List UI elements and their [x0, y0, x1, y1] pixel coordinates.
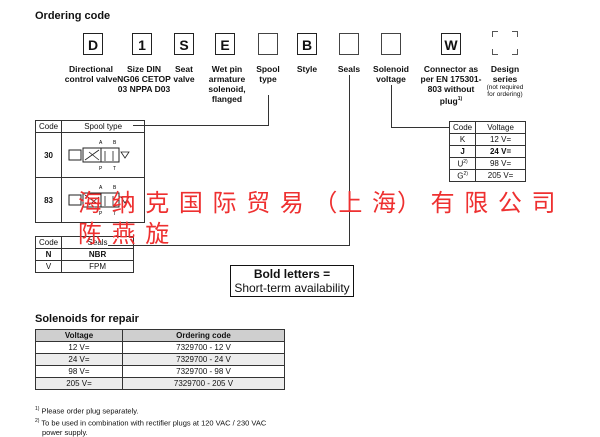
voltage-code-u-text: U	[457, 159, 464, 169]
label-seals: Seals	[337, 64, 361, 74]
repair-table: Voltage Ordering code 12 V= 7329700 - 12…	[35, 329, 285, 390]
spool-symbol-83: A B P T	[61, 177, 146, 223]
spool-symbol-30: A B P T	[61, 132, 146, 178]
svg-text:A: A	[99, 185, 103, 191]
label-connector-text: Connector as per EN 175301-803 without p…	[420, 64, 482, 106]
seals-code-v: V	[34, 260, 63, 273]
label-seat: Seat valve	[173, 64, 195, 84]
voltage-connector-line	[391, 85, 392, 127]
voltage-code-u-note: 2)	[463, 158, 468, 165]
repair-voltage-12: 12 V=	[35, 341, 123, 354]
seals-table: Code Seals N NBR V FPM	[34, 236, 134, 273]
footnote-1: 1) Please order plug separately.	[35, 406, 139, 416]
svg-text:P: P	[99, 166, 103, 172]
footnote-2-cont: power supply.	[42, 428, 88, 437]
valve-symbol-icon: A B P T	[68, 140, 130, 172]
footnote-1-mark: 1)	[35, 406, 40, 412]
svg-text:T: T	[113, 211, 116, 217]
watermark-name: 陈 燕 旋	[78, 220, 171, 248]
voltage-header-code: Code	[448, 121, 477, 134]
valve-symbol-icon: A B P T	[68, 185, 130, 217]
spool-header-code: Code	[34, 120, 63, 133]
repair-header-code: Ordering code	[122, 329, 285, 342]
voltage-value-24: 24 V=	[475, 145, 526, 158]
repair-title: Solenoids for repair	[35, 313, 139, 325]
repair-voltage-205: 205 V=	[35, 377, 123, 390]
voltage-code-g: G2)	[448, 169, 477, 182]
voltage-table: Code Voltage K 12 V= J 24 V= U2) 98 V= G…	[448, 121, 526, 182]
seals-value-nbr: NBR	[61, 248, 134, 261]
voltage-value-205: 205 V=	[475, 169, 526, 182]
code-box-s: S	[174, 33, 194, 55]
code-box-e: E	[215, 33, 235, 55]
seals-connector-line	[349, 75, 350, 245]
label-directional: Directional control valve	[64, 64, 118, 84]
voltage-code-g-note: 2)	[463, 170, 468, 177]
svg-text:A: A	[99, 140, 103, 146]
repair-code-205: 7329700 - 205 V	[122, 377, 285, 390]
spool-header-type: Spool type	[61, 120, 146, 133]
code-box-b: B	[297, 33, 317, 55]
seals-header-code: Code	[34, 236, 63, 249]
footnote-2: 2) To be used in combination with rectif…	[35, 418, 266, 428]
seals-value-fpm: FPM	[61, 260, 134, 273]
label-spool: Spool type	[256, 64, 280, 84]
voltage-header-voltage: Voltage	[475, 121, 526, 134]
label-style: Style	[296, 64, 318, 74]
repair-header-voltage: Voltage	[35, 329, 123, 342]
watermark-company: 海 纳 克 国 际 贸 易 （上 海） 有 限 公 司	[78, 189, 557, 217]
voltage-code-g-text: G	[457, 171, 464, 181]
code-box-d: D	[83, 33, 103, 55]
spool-code-83: 83	[34, 177, 63, 223]
spool-connector-line-h	[133, 125, 269, 126]
label-design-text: Design series	[490, 64, 520, 84]
bold-letters-note: Bold letters = Short-term availability	[230, 265, 354, 297]
label-design: Design series (not required for ordering…	[482, 64, 528, 98]
seals-code-n: N	[34, 248, 63, 261]
voltage-code-u: U2)	[448, 157, 477, 170]
repair-voltage-24: 24 V=	[35, 353, 123, 366]
voltage-code-k: K	[448, 133, 477, 146]
svg-text:B: B	[113, 140, 117, 146]
label-wetpin: Wet pin armature solenoid, flanged	[208, 64, 246, 104]
voltage-code-j: J	[448, 145, 477, 158]
label-solenoid: Solenoid voltage	[373, 64, 409, 84]
footnote-1-text: Please order plug separately.	[41, 406, 139, 416]
spool-table: Code Spool type 30 A B P T 83	[34, 120, 146, 223]
svg-text:P: P	[99, 211, 103, 217]
svg-text:B: B	[113, 185, 117, 191]
bold-note-line1: Bold letters =	[253, 267, 331, 281]
spool-code-30: 30	[34, 132, 63, 178]
code-box-spool	[258, 33, 278, 55]
label-design-note: (not required for ordering)	[486, 84, 524, 98]
bold-note-line2: Short-term availability	[234, 281, 350, 295]
svg-text:T: T	[113, 166, 116, 172]
repair-code-98: 7329700 - 98 V	[122, 365, 285, 378]
repair-code-12: 7329700 - 12 V	[122, 341, 285, 354]
footnote-2-mark: 2)	[35, 418, 40, 424]
code-box-seals	[339, 33, 359, 55]
repair-code-24: 7329700 - 24 V	[122, 353, 285, 366]
repair-voltage-98: 98 V=	[35, 365, 123, 378]
spool-connector-line	[268, 95, 269, 125]
voltage-connector-line-h	[391, 127, 449, 128]
label-connector-note: 1)	[457, 96, 463, 102]
label-size: Size DIN NG06 CETOP 03 NPPA D03	[117, 64, 171, 94]
code-box-w: W	[441, 33, 461, 55]
voltage-value-98: 98 V=	[475, 157, 526, 170]
code-box-1: 1	[132, 33, 152, 55]
footnote-2-text: To be used in combination with rectifier…	[41, 418, 267, 428]
seals-connector-line-h	[108, 245, 350, 246]
code-box-voltage	[381, 33, 401, 55]
label-connector: Connector as per EN 175301-803 without p…	[418, 64, 484, 106]
page-title: Ordering code	[35, 10, 111, 22]
design-series-box	[492, 31, 518, 55]
voltage-value-12: 12 V=	[475, 133, 526, 146]
